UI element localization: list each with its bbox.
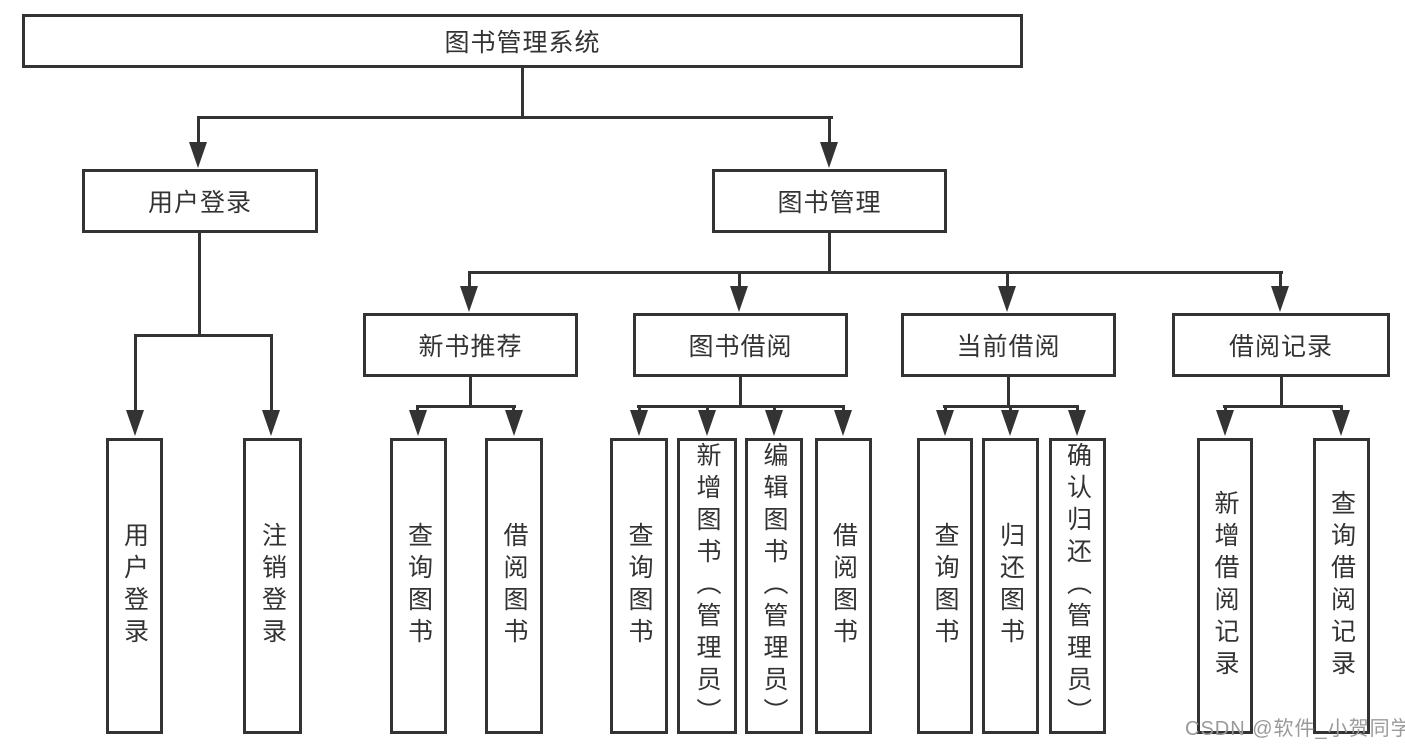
node-book-borrowing: 图书借阅 — [633, 313, 848, 377]
leaf-nb-query-books: 查询图书 — [390, 438, 447, 734]
connector-bb-query-stem — [638, 405, 641, 413]
connector-book-mgmt-hline — [468, 271, 1283, 274]
connector-br-add-stem — [1224, 405, 1227, 413]
arrow-down-new-books — [460, 286, 478, 312]
connector-book-borrow-vline — [739, 377, 742, 408]
arrow-down-bb-edit — [765, 410, 783, 436]
arrow-down-bb-borrow — [834, 410, 852, 436]
connector-root-hline — [197, 116, 833, 119]
leaf-bb-edit-books-admin: 编辑图书（管理员） — [745, 438, 803, 734]
leaf-cb-return-books: 归还图书 — [982, 438, 1039, 734]
connector-current-borrow-vline — [1007, 377, 1010, 408]
node-user-login: 用户登录 — [82, 169, 318, 233]
connector-borrow-records-hline — [1223, 405, 1343, 408]
arrow-down-book-borrow — [730, 286, 748, 312]
leaf-bb-borrow-books: 借阅图书 — [815, 438, 872, 734]
arrow-down-cb-return — [1001, 410, 1019, 436]
arrow-down-br-query — [1332, 410, 1350, 436]
connector-br-query-stem — [1340, 405, 1343, 413]
connector-new-books-stem — [468, 271, 471, 287]
leaf-user-login: 用户登录 — [106, 438, 163, 734]
arrow-down-bb-add — [698, 410, 716, 436]
connector-user-login-vline — [198, 233, 201, 337]
connector-borrow-records-stem — [1279, 271, 1282, 287]
arrow-down-leaf-logout — [262, 410, 280, 436]
connector-bb-add-stem — [706, 405, 709, 413]
leaf-logout: 注销登录 — [243, 438, 302, 734]
connector-new-books-vline — [469, 377, 472, 408]
leaf-br-add-record: 新增借阅记录 — [1197, 438, 1253, 734]
arrow-down-current-borrow — [998, 286, 1016, 312]
arrow-down-cb-query — [936, 410, 954, 436]
leaf-bb-query-books: 查询图书 — [610, 438, 668, 734]
arrow-down-br-add — [1216, 410, 1234, 436]
connector-leaf-logout-stem — [270, 334, 273, 411]
arrow-down-borrow-records — [1271, 286, 1289, 312]
connector-new-books-hline — [416, 405, 516, 408]
arrow-down-user-login — [189, 142, 207, 168]
connector-bb-edit-stem — [773, 405, 776, 413]
connector-cb-confirm-stem — [1076, 405, 1079, 413]
connector-user-login-hline — [134, 334, 273, 337]
connector-nb-query-stem — [416, 405, 419, 413]
arrow-down-nb-borrow — [505, 410, 523, 436]
node-current-borrowing: 当前借阅 — [901, 313, 1116, 377]
connector-cb-query-stem — [944, 405, 947, 413]
node-book-management: 图书管理 — [712, 169, 947, 233]
connector-user-login-stem — [197, 116, 200, 144]
connector-cb-return-stem — [1009, 405, 1012, 413]
connector-book-mgmt-vline — [828, 233, 831, 273]
leaf-br-query-record: 查询借阅记录 — [1313, 438, 1370, 734]
connector-borrow-records-vline — [1280, 377, 1283, 408]
connector-leaf-user-login-stem — [134, 334, 137, 411]
node-root: 图书管理系统 — [22, 14, 1023, 68]
connector-bb-borrow-stem — [842, 405, 845, 413]
connector-book-borrow-stem — [738, 271, 741, 287]
leaf-cb-query-books: 查询图书 — [917, 438, 973, 734]
arrow-down-cb-confirm — [1068, 410, 1086, 436]
connector-book-borrow-hline — [637, 405, 845, 408]
leaf-cb-confirm-return-admin: 确认归还（管理员） — [1049, 438, 1106, 734]
arrow-down-bb-query — [630, 410, 648, 436]
arrow-down-book-mgmt — [820, 142, 838, 168]
connector-current-borrow-stem — [1006, 271, 1009, 287]
arrow-down-leaf-user-login — [126, 410, 144, 436]
node-new-book-recommend: 新书推荐 — [363, 313, 578, 377]
node-borrowing-records: 借阅记录 — [1172, 313, 1390, 377]
leaf-bb-add-books-admin: 新增图书（管理员） — [677, 438, 737, 734]
connector-root-vline — [521, 68, 524, 118]
connector-book-mgmt-stem — [828, 116, 831, 144]
leaf-nb-borrow-books: 借阅图书 — [485, 438, 543, 734]
watermark-text: CSDN @软件_小贺同学 — [1185, 718, 1405, 740]
connector-nb-borrow-stem — [512, 405, 515, 413]
arrow-down-nb-query — [409, 410, 427, 436]
